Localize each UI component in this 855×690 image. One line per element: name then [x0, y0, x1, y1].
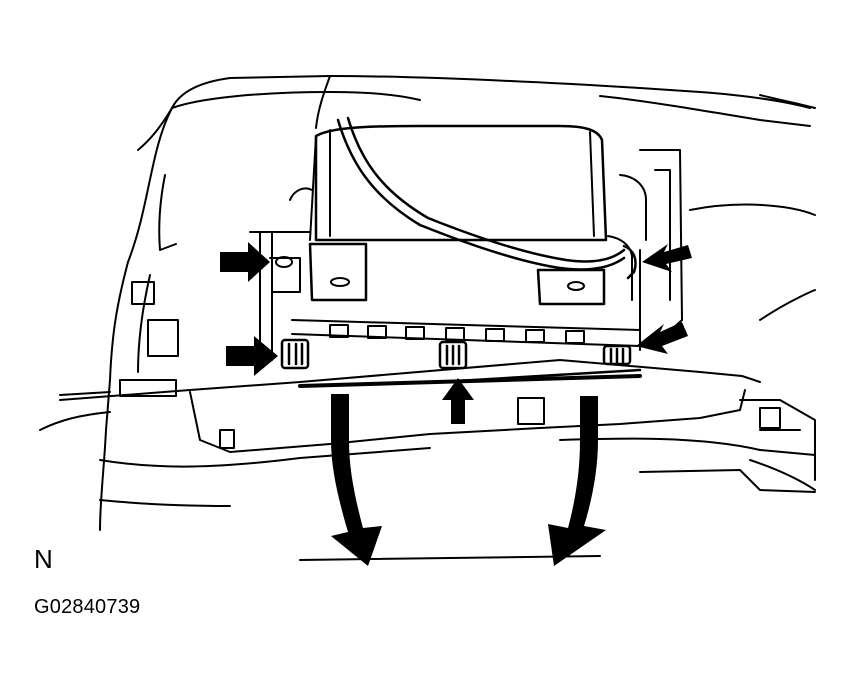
removal-arrow-right — [548, 396, 606, 566]
mounting-clips — [280, 244, 637, 370]
clip-arrow-upper-left — [220, 242, 270, 282]
lower-dash-panel — [59, 359, 816, 561]
removal-arrow-left — [331, 394, 382, 566]
dashboard-upper-outline — [127, 75, 816, 263]
clip-arrow-lower-right — [636, 322, 688, 354]
clip-arrow-upper-right — [642, 244, 692, 272]
right-dash-outline — [639, 149, 816, 491]
figure-id-label: G02840739 — [34, 596, 141, 618]
clip-arrow-lower-left — [226, 336, 278, 376]
left-cowl-outline — [39, 174, 179, 531]
airbag-module — [289, 116, 647, 306]
view-code-label: N — [34, 544, 53, 574]
removal-arrows — [331, 394, 606, 566]
push-up-arrow — [442, 378, 474, 424]
